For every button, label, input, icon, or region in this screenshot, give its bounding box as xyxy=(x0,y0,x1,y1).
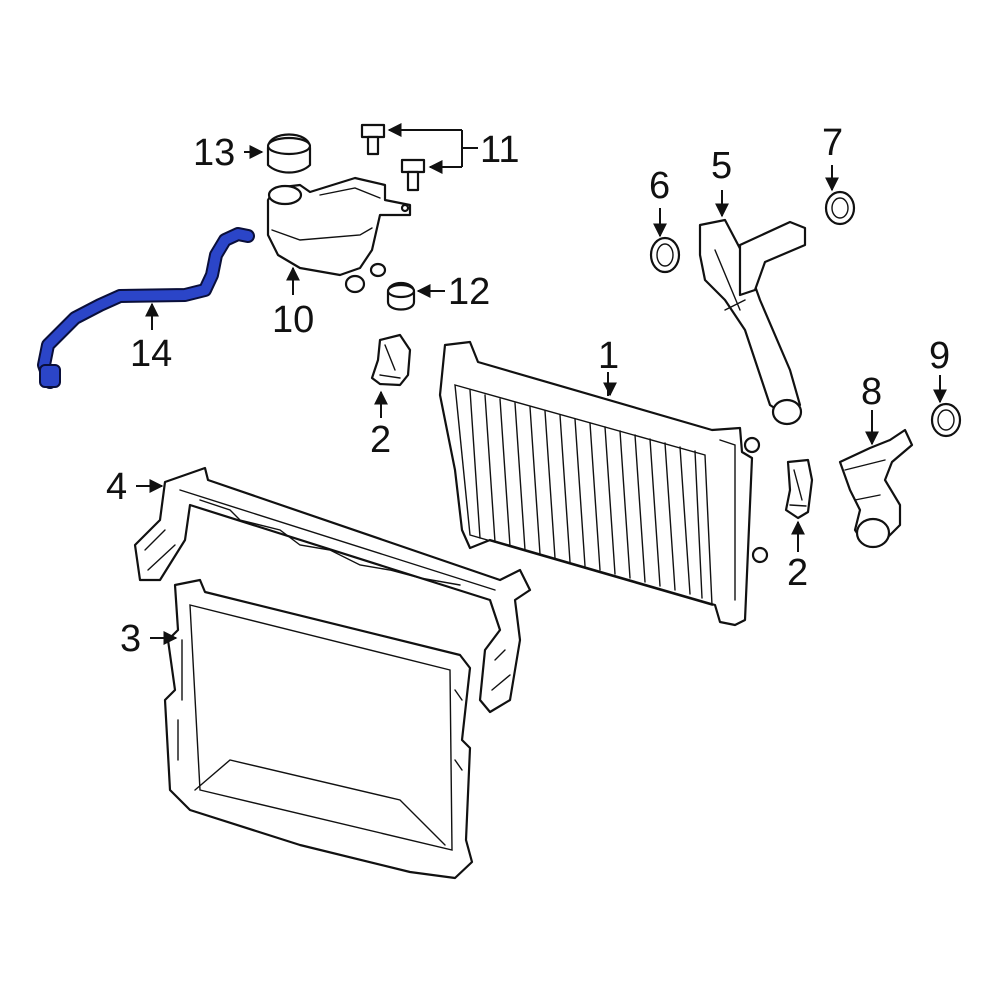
overflow-hose-part-highlighted[interactable] xyxy=(37,227,255,389)
callout-2-left: 2 xyxy=(370,419,391,461)
callout-14: 14 xyxy=(130,333,172,375)
hose-end-fitting xyxy=(39,364,61,388)
callout-5: 5 xyxy=(711,145,732,187)
callout-4: 4 xyxy=(106,466,127,508)
hose-clamp-part-9[interactable] xyxy=(930,402,962,438)
callout-11: 11 xyxy=(480,129,519,171)
callout-8: 8 xyxy=(861,371,882,413)
callout-9: 9 xyxy=(929,335,950,377)
callout-13: 13 xyxy=(193,132,235,174)
upper-support-part[interactable] xyxy=(133,466,532,714)
callout-7: 7 xyxy=(822,122,843,164)
callout-2-right: 2 xyxy=(787,552,808,594)
bracket-part-right[interactable] xyxy=(784,458,814,520)
radiator-part[interactable] xyxy=(438,340,769,627)
bracket-part-left[interactable] xyxy=(370,333,412,387)
reservoir-cap-part[interactable] xyxy=(266,133,312,174)
grommet-part[interactable] xyxy=(386,281,416,311)
coolant-reservoir-part[interactable] xyxy=(266,176,412,294)
leader-lines xyxy=(136,123,947,645)
callout-1: 1 xyxy=(598,335,619,377)
hose-clamp-part-6[interactable] xyxy=(649,236,681,274)
callout-labels: 1 2 2 3 4 5 6 7 8 9 10 11 12 13 14 xyxy=(106,122,950,660)
callout-12: 12 xyxy=(448,271,490,313)
callout-6: 6 xyxy=(649,165,670,207)
fan-shroud-part[interactable] xyxy=(163,578,474,880)
callout-3: 3 xyxy=(120,618,141,660)
upper-hose-part[interactable] xyxy=(698,218,807,426)
callout-10: 10 xyxy=(272,299,314,341)
bolt-part-upper[interactable] xyxy=(360,123,386,156)
lower-hose-part[interactable] xyxy=(838,428,914,549)
bolt-part-lower[interactable] xyxy=(400,158,426,192)
hose-clamp-part-7[interactable] xyxy=(824,190,856,226)
